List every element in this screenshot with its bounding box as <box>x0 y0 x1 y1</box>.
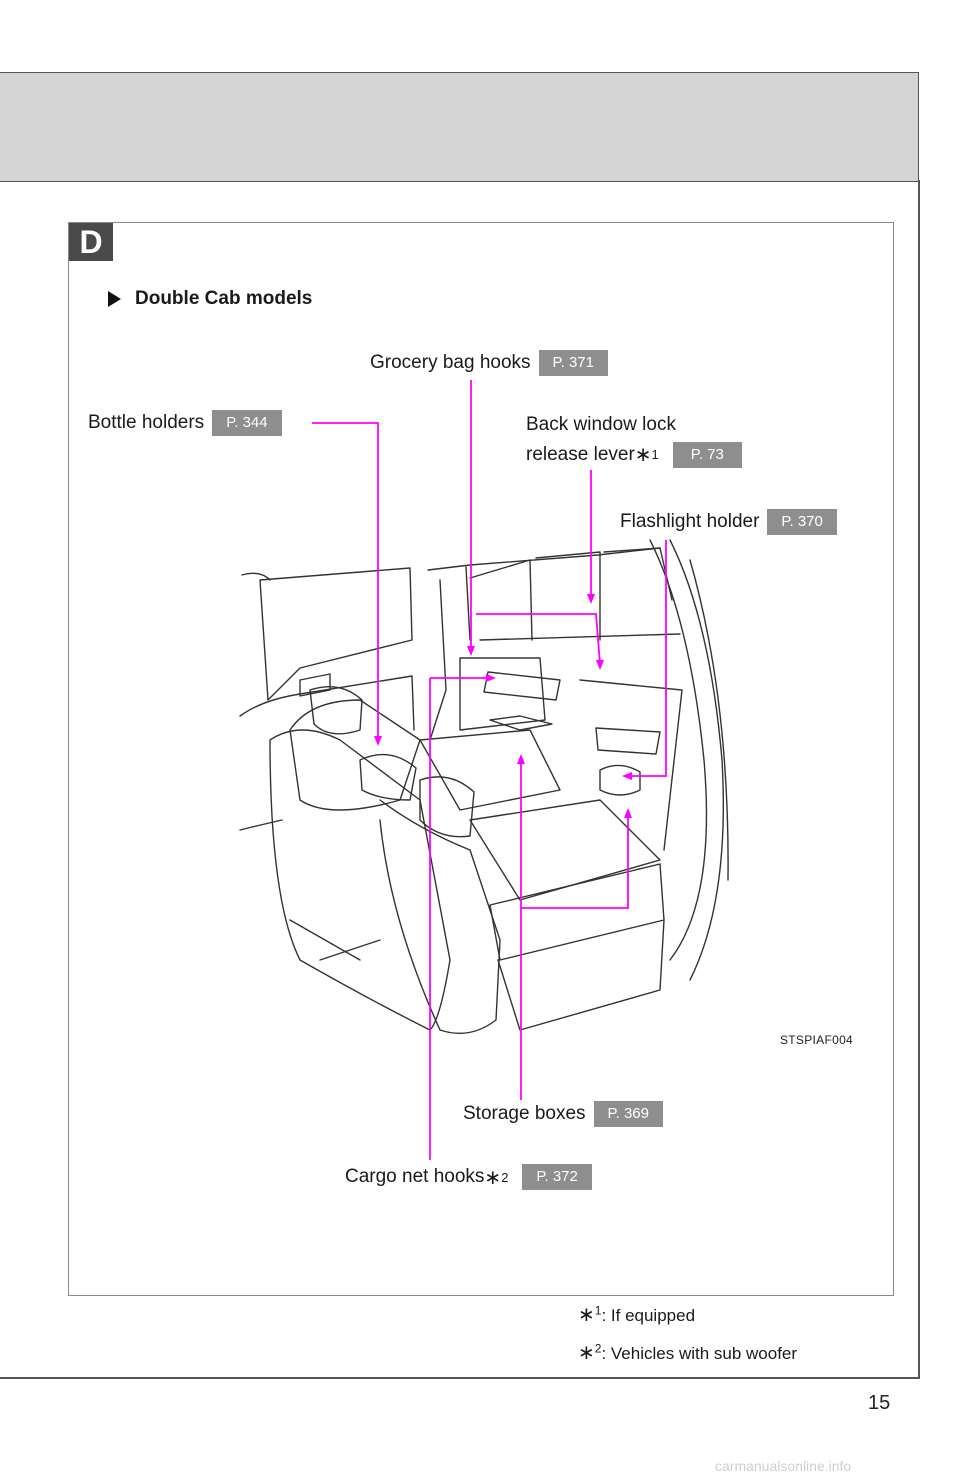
footnote-ref-2: 2 <box>501 1169 509 1185</box>
triangle-bullet-icon <box>108 291 121 307</box>
callout-back-window-lock: Back window lock release lever ∗ 1 P. 73 <box>526 410 742 470</box>
asterisk-mark: ∗ <box>634 444 652 466</box>
footnote-text: : If equipped <box>601 1306 696 1325</box>
bottle-holders-leader <box>312 422 379 740</box>
section-subtitle: Double Cab models <box>108 288 312 310</box>
figure-panel <box>68 222 894 1296</box>
footnote-number: 1 <box>594 1303 602 1318</box>
footnote-1: ∗1: If equipped <box>578 1302 695 1327</box>
page-number: 15 <box>868 1392 891 1414</box>
footnote-ref-1: 1 <box>651 447 659 462</box>
grocery-page-ref[interactable]: P. 371 <box>538 350 608 376</box>
bottle-label: Bottle holders <box>88 412 205 433</box>
header-band <box>0 72 919 182</box>
back-window-line2: release lever <box>526 444 635 465</box>
callout-bottle-holders: Bottle holders P. 344 <box>88 410 282 436</box>
flashlight-label: Flashlight holder <box>620 511 760 532</box>
storage-page-ref[interactable]: P. 369 <box>593 1101 663 1127</box>
bottle-page-ref[interactable]: P. 344 <box>212 410 282 436</box>
watermark: carmanualsonline.info <box>715 1458 852 1474</box>
footnote-number: 2 <box>594 1341 602 1356</box>
callout-grocery-bag-hooks: Grocery bag hooks P. 371 <box>370 350 608 376</box>
storage-label: Storage boxes <box>463 1103 586 1124</box>
callout-cargo-net-hooks: Cargo net hooks ∗ 2 P. 372 <box>345 1164 592 1190</box>
footnote-text: : Vehicles with sub woofer <box>601 1344 798 1363</box>
cargo-page-ref[interactable]: P. 372 <box>522 1164 592 1190</box>
flashlight-holder-leader <box>628 540 667 777</box>
back-window-page-ref[interactable]: P. 73 <box>672 442 742 468</box>
asterisk-mark: ∗ <box>484 1166 502 1189</box>
asterisk-mark: ∗ <box>578 1304 595 1326</box>
back-window-line1: Back window lock <box>526 414 676 435</box>
asterisk-mark: ∗ <box>578 1342 595 1364</box>
flashlight-page-ref[interactable]: P. 370 <box>767 509 837 535</box>
callout-storage-boxes: Storage boxes P. 369 <box>463 1101 663 1127</box>
subtitle-text: Double Cab models <box>135 288 313 309</box>
bottom-border <box>0 1377 920 1379</box>
cargo-label: Cargo net hooks <box>345 1166 485 1187</box>
grocery-label: Grocery bag hooks <box>370 352 531 373</box>
footnote-2: ∗2: Vehicles with sub woofer <box>578 1340 797 1365</box>
illustration-code: STSPIAF004 <box>780 1033 854 1047</box>
section-badge: D <box>69 223 113 261</box>
right-border <box>918 180 920 1378</box>
callout-flashlight-holder: Flashlight holder P. 370 <box>620 509 837 535</box>
